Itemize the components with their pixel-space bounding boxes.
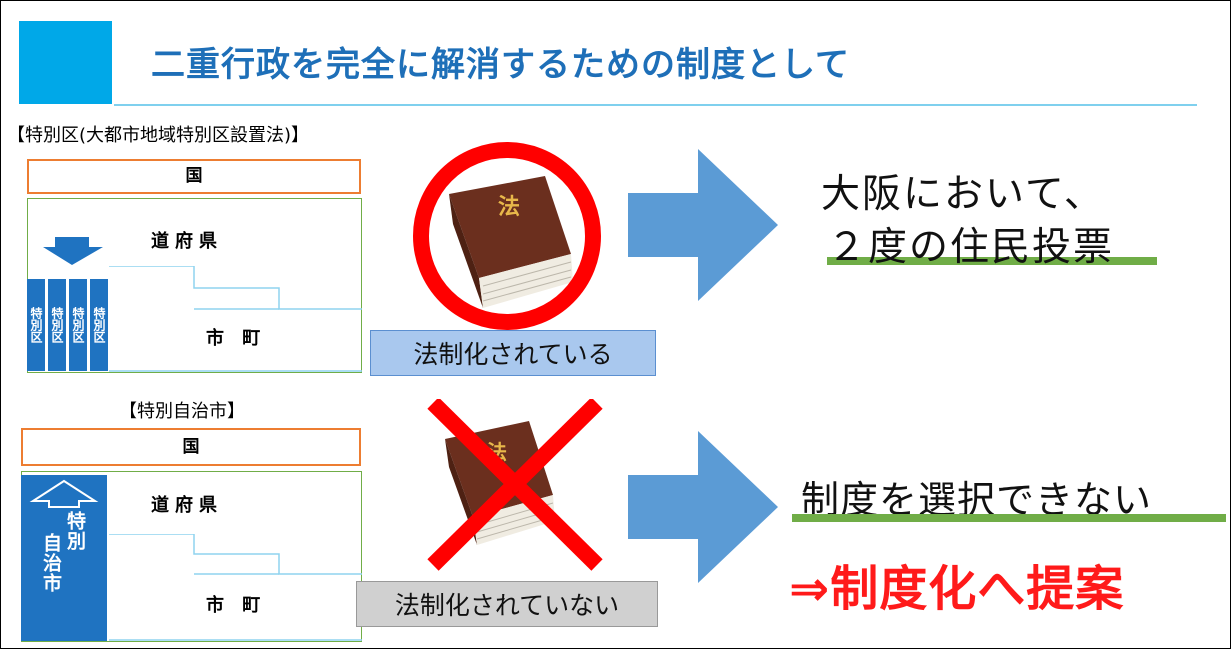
not-legislated-tag: 法制化されていない xyxy=(356,581,658,627)
city-area-outline-bottom xyxy=(109,534,362,641)
red-x-icon xyxy=(427,399,603,571)
prefecture-label-top: 道府県 xyxy=(151,231,223,252)
proposal-text: ⇒制度化へ提案 xyxy=(789,561,1125,617)
title-underline xyxy=(114,104,1197,106)
special-ward-1: 特別区 xyxy=(27,279,45,371)
kuni-box-top: 国 xyxy=(27,159,361,194)
special-city-bar: 特別 自治市 xyxy=(21,475,107,641)
legislated-tag: 法制化されている xyxy=(370,330,656,376)
municipality-label-bottom: 市 町 xyxy=(206,595,267,616)
law-book-circle-group: 法 xyxy=(413,142,601,330)
result-line1-top: 大阪において、 xyxy=(821,172,1105,217)
green-underline-bottom xyxy=(792,514,1226,522)
kuni-label-bottom: 国 xyxy=(182,437,200,457)
up-arrow-icon xyxy=(29,479,99,508)
green-underline-top xyxy=(827,257,1157,265)
kuni-label-top: 国 xyxy=(185,166,203,186)
page-title: 二重行政を完全に解消するための制度として xyxy=(151,45,850,85)
city-area-outline-top xyxy=(109,266,362,372)
legislated-tag-label: 法制化されている xyxy=(413,340,613,369)
law-book-icon: 法 xyxy=(449,176,573,308)
result-line2-top: ２度の住民投票 xyxy=(827,225,1115,270)
not-legislated-tag-label: 法制化されていない xyxy=(394,591,620,620)
kuni-box-bottom: 国 xyxy=(21,428,361,466)
right-arrow-icon-top xyxy=(628,149,778,301)
municipality-label-top: 市 町 xyxy=(206,328,267,349)
right-arrow-icon-bottom xyxy=(628,431,778,583)
prefecture-label-bottom: 道府県 xyxy=(151,495,223,516)
bottom-heading: 【特別自治市】 xyxy=(119,401,245,422)
law-book-x-group: 法 xyxy=(427,399,603,571)
special-city-label-1: 特別 xyxy=(64,511,86,551)
down-arrow-icon xyxy=(43,237,103,265)
special-ward-4: 特別区 xyxy=(90,279,108,371)
title-accent-block xyxy=(19,21,112,104)
book-title: 法 xyxy=(498,195,520,220)
top-heading: 【特別区(大都市地域特別区設置法)】 xyxy=(7,125,310,146)
special-ward-2: 特別区 xyxy=(48,279,66,371)
special-ward-3: 特別区 xyxy=(69,279,87,371)
special-city-label-2: 自治市 xyxy=(40,533,62,593)
red-circle-icon xyxy=(413,142,601,330)
